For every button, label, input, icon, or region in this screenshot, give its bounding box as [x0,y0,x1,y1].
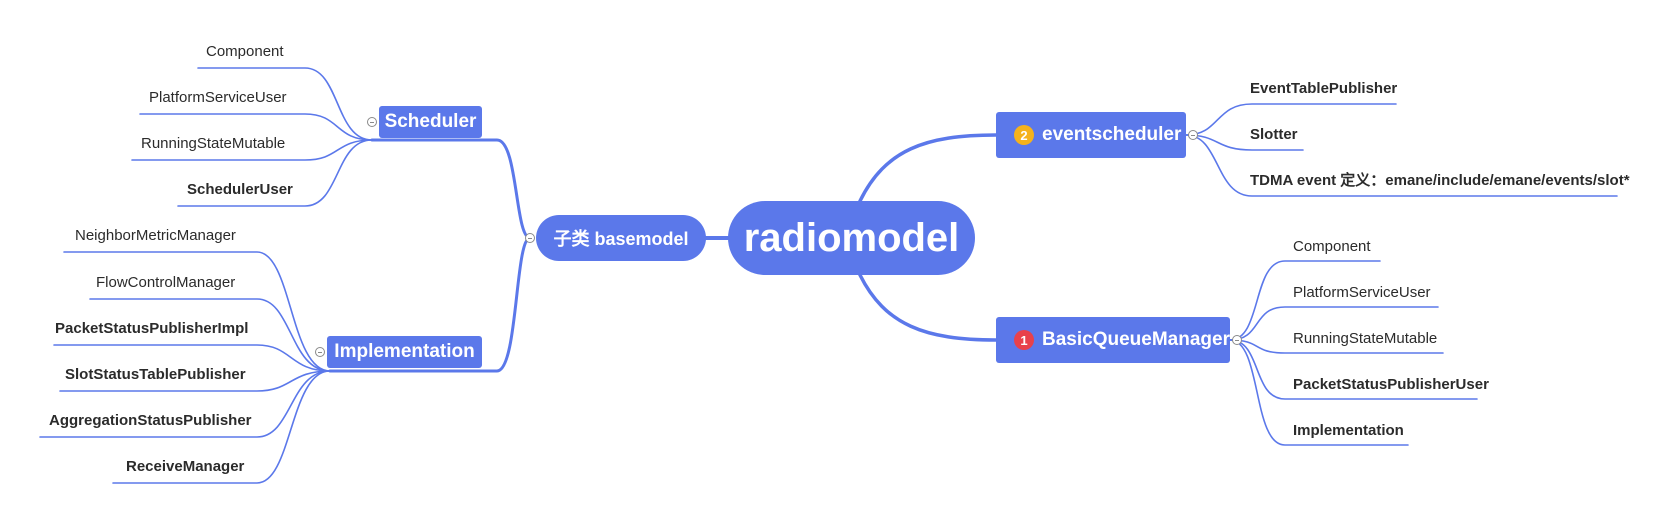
link-scheduler-scheduleruser [177,139,373,207]
implementation-leaf-neighbormetricmanager[interactable]: NeighborMetricManager [75,227,236,244]
bqm-leaf-packetstatuspublisheruser[interactable]: PacketStatusPublisherUser [1293,376,1489,393]
bqm-leaf-platformserviceuser[interactable]: PlatformServiceUser [1293,284,1431,301]
root-node[interactable]: radiomodel [728,201,975,275]
link-scheduler-component [197,67,373,141]
link-root-basicqueuemanager [858,273,998,342]
link-basemodel-implementation [328,236,532,373]
bqm-leaf-implementation[interactable]: Implementation [1293,422,1404,439]
basicqueuemanager-node[interactable]: 1 BasicQueueManager [996,317,1230,363]
scheduler-collapse-toggle[interactable] [367,117,377,127]
bqm-leaf-component[interactable]: Component [1293,238,1371,255]
scheduler-leaf-runningstatemutable[interactable]: RunningStateMutable [141,135,286,152]
implementation-leaf-receivemanager[interactable]: ReceiveManager [126,458,245,475]
basemodel-collapse-toggle[interactable] [525,233,535,243]
link-implementation-neighbormetricmanager [63,251,331,372]
scheduler-leaf-scheduleruser[interactable]: SchedulerUser [187,181,293,198]
bqm-leaf-runningstatemutable[interactable]: RunningStateMutable [1293,330,1438,347]
eventscheduler-leaf-slotter[interactable]: Slotter [1250,126,1298,143]
eventscheduler-node[interactable]: 2 eventscheduler [996,112,1186,158]
implementation-node[interactable]: Implementation [327,336,482,368]
link-scheduler-platformserviceuser [139,113,373,141]
scheduler-leaf-component[interactable]: Component [206,43,284,60]
link-implementation-aggregationstatuspublisher [39,370,331,438]
link-basemodel-scheduler [370,138,532,240]
implementation-leaf-flowcontrolmanager[interactable]: FlowControlManager [96,274,236,291]
implementation-collapse-toggle[interactable] [315,347,325,357]
eventscheduler-leaf-eventtablepublisher[interactable]: EventTablePublisher [1250,80,1398,97]
link-implementation-receivemanager [112,370,331,484]
eventscheduler-label: eventscheduler [1042,124,1182,145]
basicqueuemanager-collapse-toggle[interactable] [1232,335,1242,345]
scheduler-leaf-platformserviceuser[interactable]: PlatformServiceUser [149,89,287,106]
priority-1-badge: 1 [1014,330,1034,350]
implementation-leaf-slotstatustablepublisher[interactable]: SlotStatusTablePublisher [65,366,246,383]
basemodel-node[interactable]: 子类 basemodel [536,215,706,261]
link-implementation-slotstatustablepublisher [59,370,331,392]
scheduler-node[interactable]: Scheduler [379,106,482,138]
basicqueuemanager-label: BasicQueueManager [1042,329,1230,350]
eventscheduler-leaf-tdma-event[interactable]: TDMA event 定义：emane/include/emane/events… [1250,172,1630,189]
implementation-leaf-packetstatuspublisherimpl[interactable]: PacketStatusPublisherImpl [55,320,249,337]
priority-2-badge: 2 [1014,125,1034,145]
link-root-eventscheduler [858,133,998,203]
eventscheduler-collapse-toggle[interactable] [1188,130,1198,140]
link-implementation-packetstatuspublisherimpl [53,344,331,372]
link-bqm-implementation [1229,339,1409,446]
link-implementation-flowcontrolmanager [89,298,331,372]
implementation-leaf-aggregationstatuspublisher[interactable]: AggregationStatusPublisher [49,412,252,429]
link-scheduler-runningstatemutable [131,139,373,161]
